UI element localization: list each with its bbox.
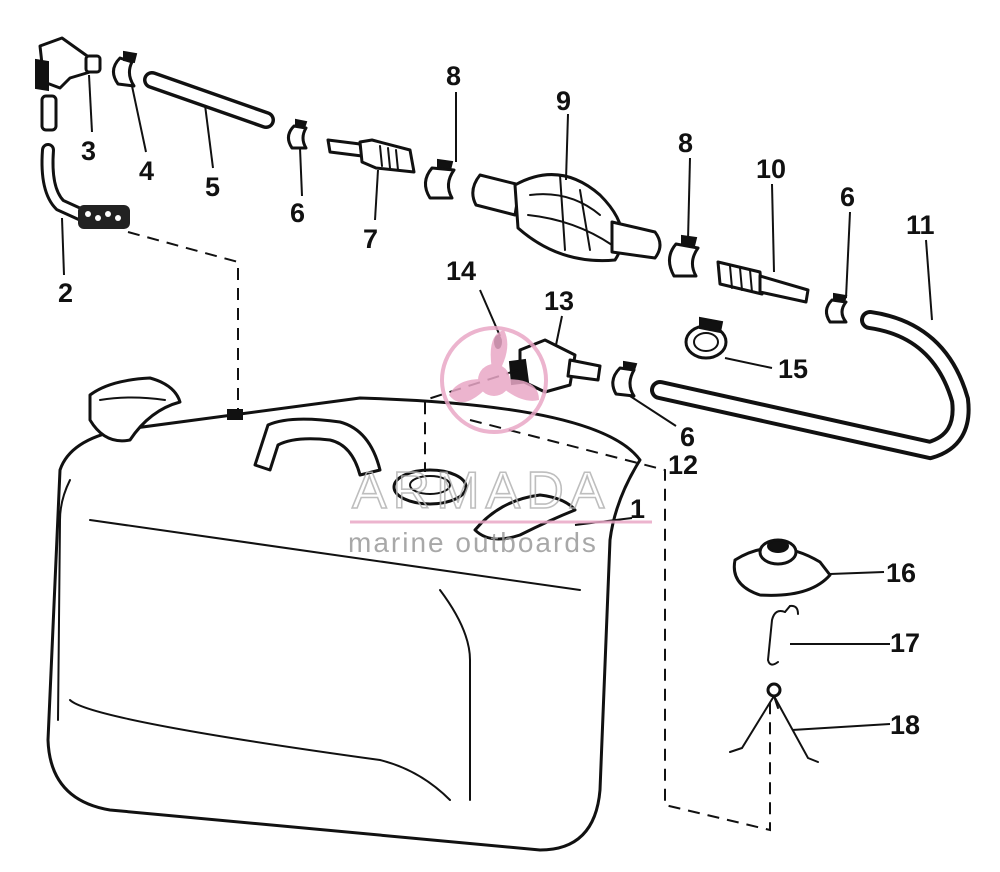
- hose-clip-6b: [825, 292, 848, 324]
- assembly-lines: [127, 231, 771, 832]
- callout-14: 14: [446, 256, 476, 286]
- hose-clamp-15: [684, 316, 728, 360]
- callout-9: 9: [556, 86, 571, 116]
- connector-10: [716, 260, 810, 304]
- callout-numbers: 3 4 5 6 7 8 9 8 10 6 11 14 13 15 6 12 2 …: [58, 61, 935, 740]
- connector-7: [326, 138, 416, 174]
- armada-watermark: ARMADA marine outboards: [348, 326, 652, 558]
- callout-6b: 6: [840, 182, 855, 212]
- callout-1: 1: [630, 494, 645, 524]
- fuel-hose-5: [143, 71, 275, 129]
- callout-7: 7: [363, 224, 378, 254]
- hose-clip-8a: [424, 158, 456, 200]
- callout-16: 16: [886, 558, 916, 588]
- fuel-hose-11: [650, 310, 971, 461]
- callout-11: 11: [906, 210, 935, 240]
- watermark-brand: ARMADA: [352, 462, 610, 520]
- primer-bulb: [471, 173, 662, 263]
- elbow-fitting: [35, 36, 102, 92]
- hose-clip-8b: [668, 234, 700, 278]
- propeller-logo-icon: [440, 326, 548, 434]
- callout-2: 2: [58, 278, 73, 308]
- callout-12: 12: [668, 450, 698, 480]
- hose-clip-6a: [287, 118, 308, 150]
- callout-18: 18: [890, 710, 920, 740]
- pickup-hose: [40, 94, 130, 229]
- callout-13: 13: [544, 286, 574, 316]
- callout-6c: 6: [680, 422, 695, 452]
- retainer-hook: [766, 604, 799, 666]
- callout-15: 15: [778, 354, 808, 384]
- filler-cap: [732, 538, 832, 597]
- tank-fitting-13: [508, 338, 602, 394]
- hose-clip-4: [112, 50, 138, 88]
- retainer-spring: [729, 682, 819, 763]
- fuel-tank: [46, 376, 642, 852]
- watermark-tagline: marine outboards: [348, 527, 598, 558]
- callout-6a: 6: [290, 198, 305, 228]
- callout-10: 10: [756, 154, 786, 184]
- callout-8b: 8: [678, 128, 693, 158]
- leader-lines: [61, 74, 933, 731]
- callout-3: 3: [81, 136, 96, 166]
- callout-5: 5: [205, 172, 220, 202]
- callout-8a: 8: [446, 61, 461, 91]
- callout-4: 4: [139, 156, 154, 186]
- hose-clip-6c: [611, 360, 638, 398]
- callout-17: 17: [890, 628, 920, 658]
